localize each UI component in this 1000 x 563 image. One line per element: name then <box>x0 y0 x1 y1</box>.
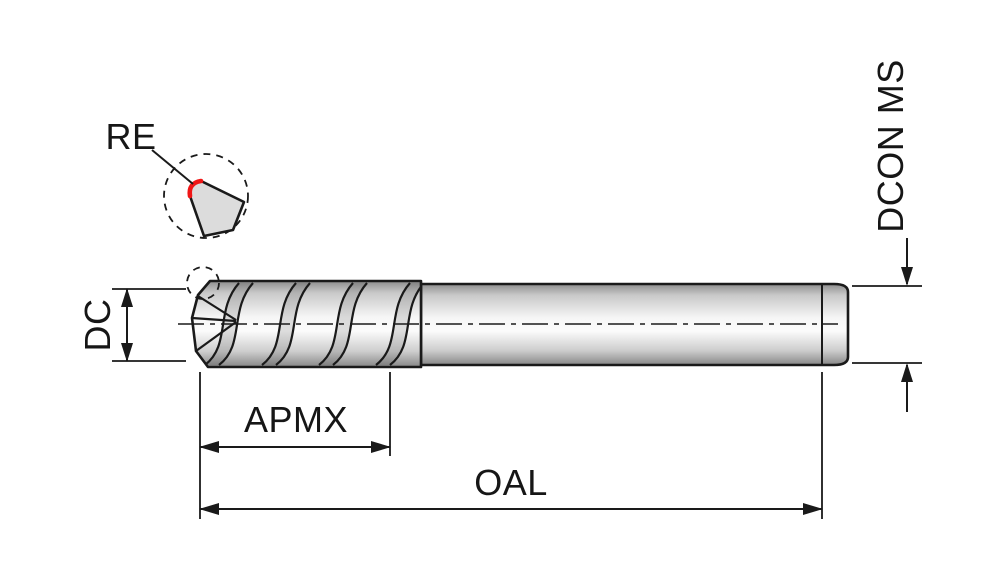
shank <box>419 282 850 367</box>
arrowhead-right <box>803 503 823 515</box>
arrowhead-up <box>901 363 913 382</box>
arrowhead-up <box>121 288 133 307</box>
arrowhead-left <box>199 503 219 515</box>
corner-callout-circle <box>186 266 220 300</box>
end-mill <box>190 279 850 369</box>
re-label: RE <box>105 116 156 157</box>
detail-circle <box>163 153 249 239</box>
dcon-dimension: DCON MS <box>852 59 922 412</box>
helix-curve <box>204 282 240 366</box>
tip-cutting-edges <box>191 295 237 352</box>
helix-curve <box>318 282 354 366</box>
detail-tooth-shape <box>188 179 246 238</box>
oal-label: OAL <box>474 462 548 503</box>
apmx-dimension: APMX <box>199 372 391 456</box>
helix-curve <box>389 282 421 366</box>
re-leader-line <box>151 149 194 185</box>
apmx-label: APMX <box>244 399 348 440</box>
detail-view: RE <box>105 116 249 239</box>
dc-dimension: DC <box>77 288 186 362</box>
helix-curve <box>218 282 254 366</box>
arrowhead-left <box>199 441 219 453</box>
dcon-ms-label: DCON MS <box>870 59 911 233</box>
helix-curve <box>375 282 411 366</box>
helix-curve <box>261 282 297 366</box>
helix-curve <box>275 282 311 366</box>
corner-radius-arc <box>187 178 204 199</box>
dc-label: DC <box>77 299 118 352</box>
arrowhead-down <box>901 267 913 286</box>
arrowhead-right <box>371 441 391 453</box>
oal-dimension: OAL <box>199 372 823 519</box>
arrowhead-down <box>121 343 133 362</box>
helix-curve <box>332 282 368 366</box>
